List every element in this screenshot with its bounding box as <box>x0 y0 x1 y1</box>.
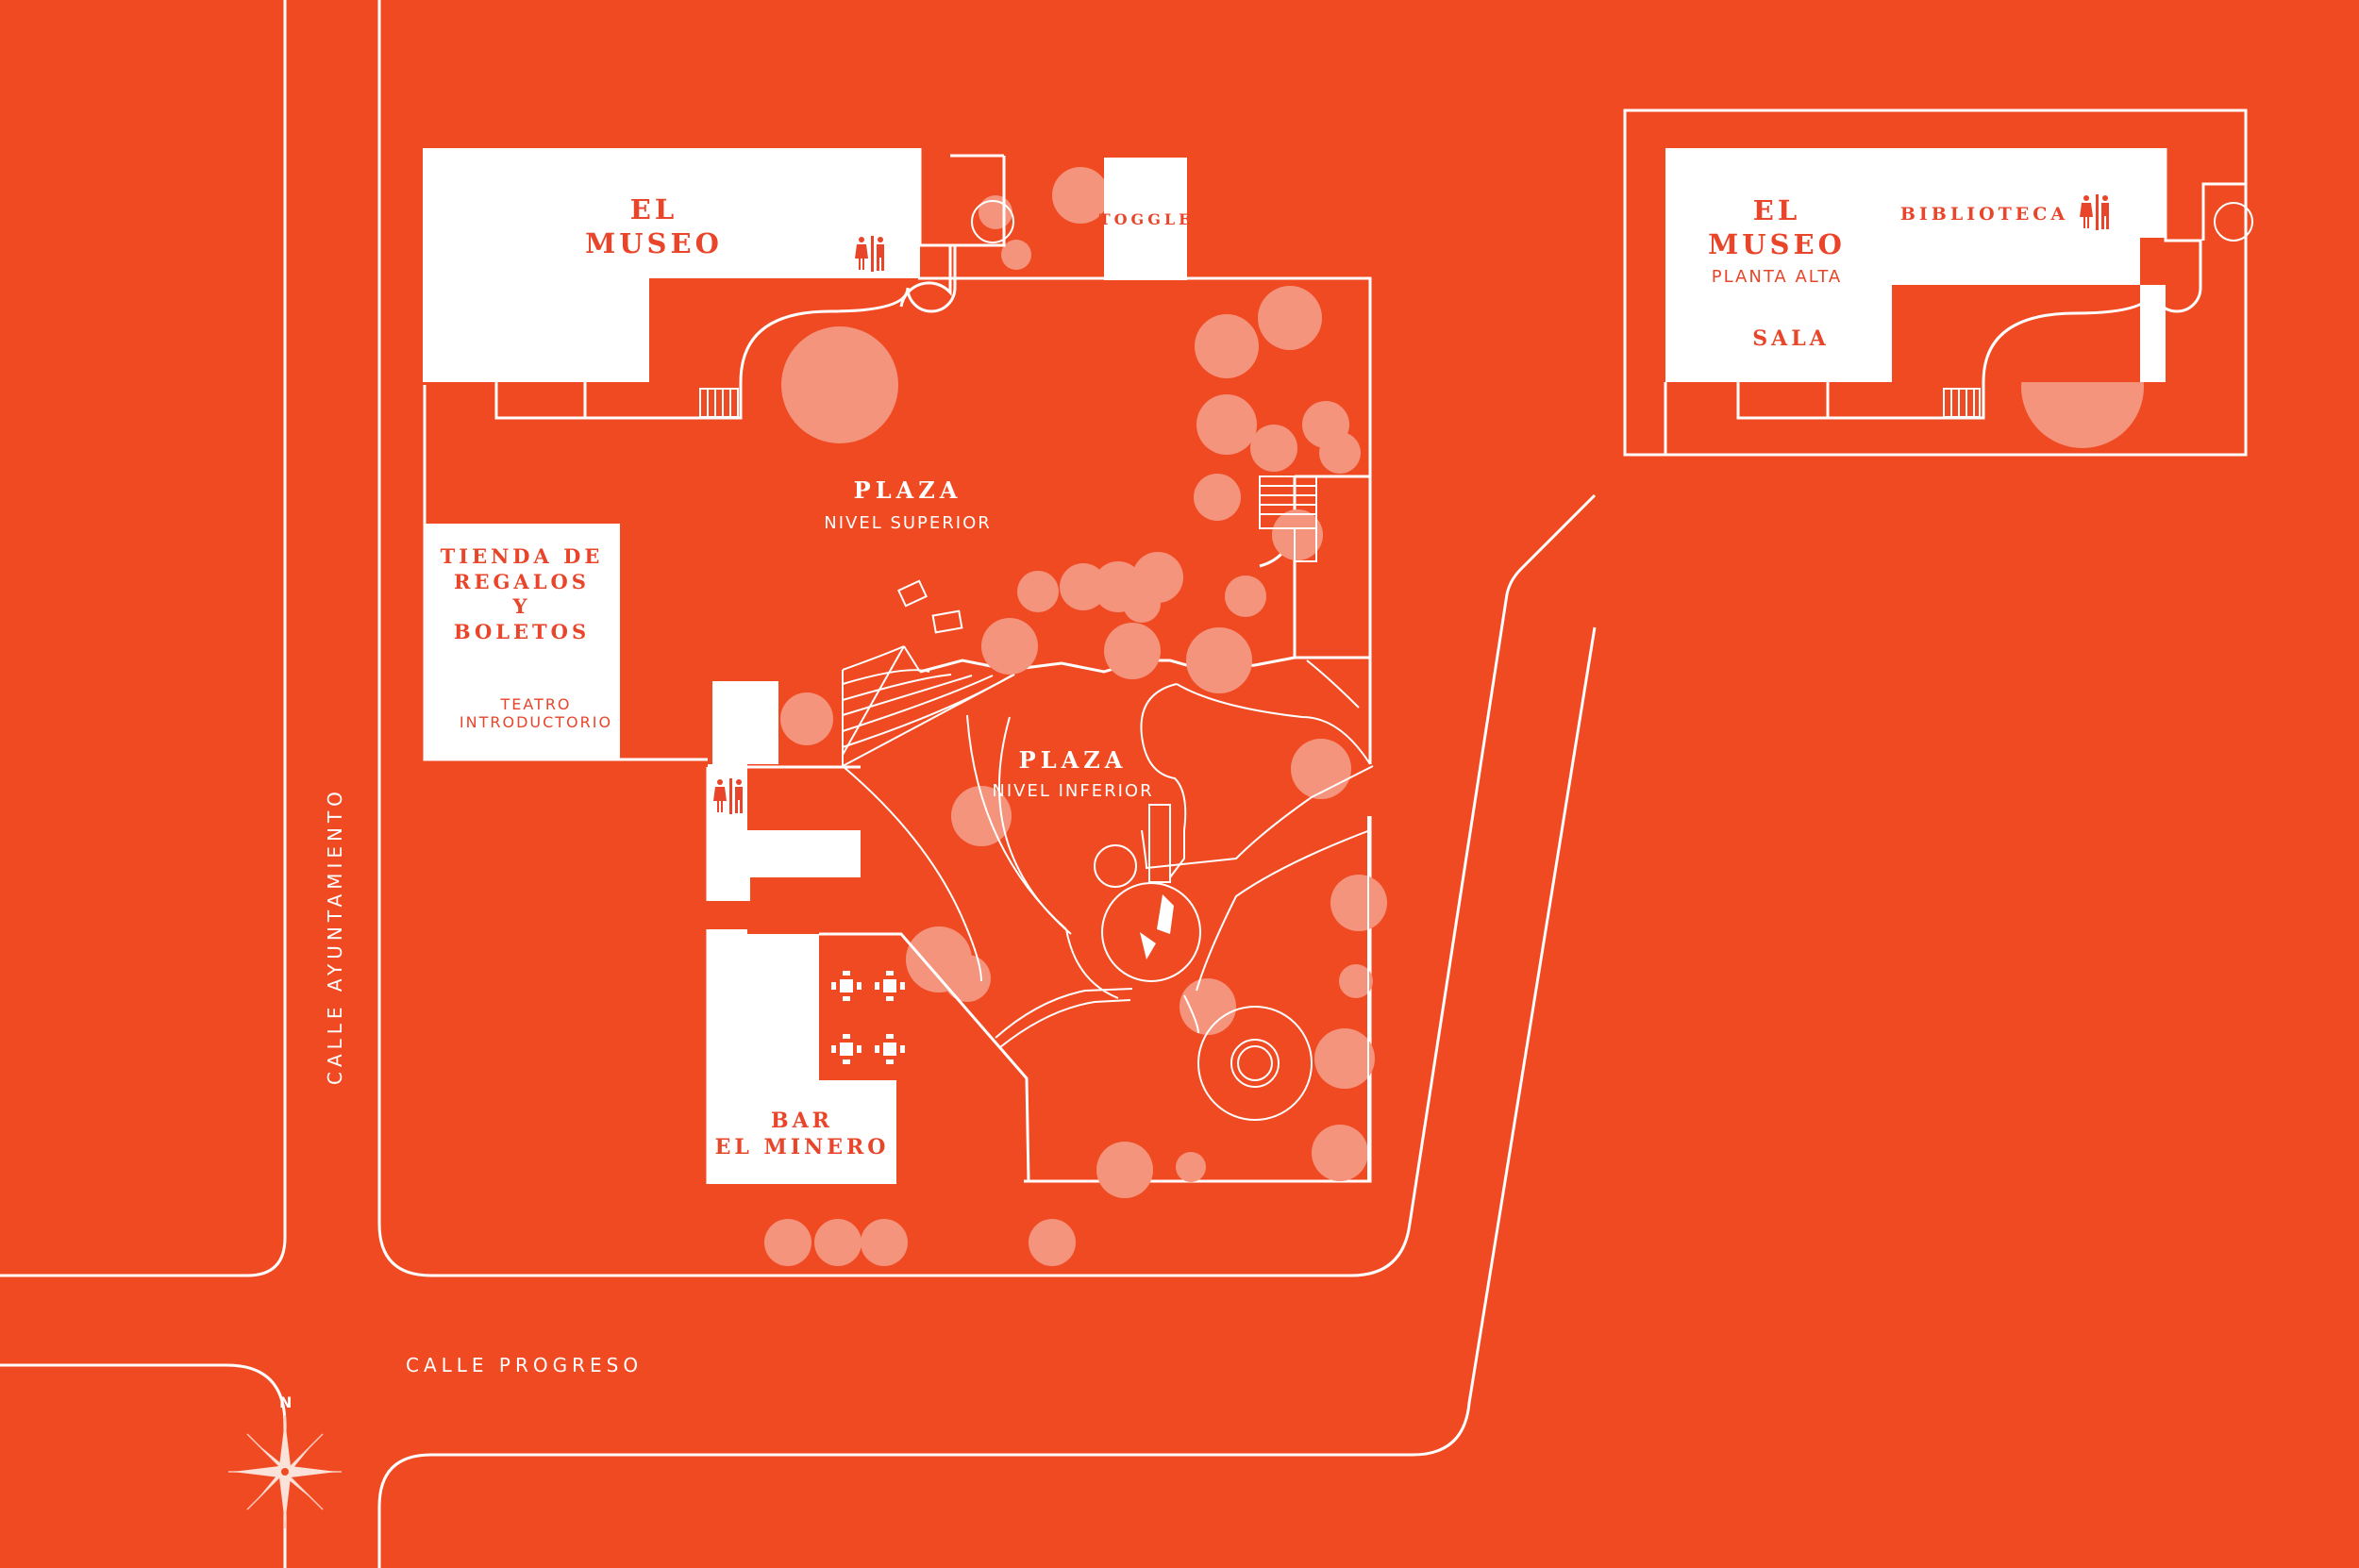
stairs-icon <box>699 388 739 418</box>
building-toggle[interactable]: TOGGLE <box>1099 158 1195 280</box>
bar-label-1: BAR <box>771 1109 833 1133</box>
teatro-label-1: TEATRO <box>499 695 571 713</box>
trees <box>764 167 2144 1266</box>
table-icon <box>875 1034 905 1064</box>
building-museo[interactable]: EL MUSEO <box>423 148 1014 420</box>
building-bar[interactable]: BAR EL MINERO <box>708 932 1030 1184</box>
benches <box>896 579 963 634</box>
stairs-icon <box>1259 475 1317 562</box>
teatro-label-2: INTRODUCTORIO <box>460 713 612 731</box>
museo-label-1: EL <box>630 193 678 225</box>
table-icon <box>875 971 905 1001</box>
tienda-label-2: REGALOS <box>454 570 590 593</box>
tienda-label-1: TIENDA DE <box>441 544 604 568</box>
tree-icon <box>781 326 898 443</box>
lower-plaza-paths <box>842 659 1374 1181</box>
bar-label-2: EL MINERO <box>715 1135 890 1159</box>
table-icon <box>831 971 862 1001</box>
plaza-inferior-subtitle: NIVEL INFERIOR <box>992 781 1153 801</box>
museo-upper-label-2: MUSEO <box>1708 228 1846 260</box>
building-tienda[interactable]: TIENDA DE REGALOS Y BOLETOS TEATRO INTRO… <box>423 524 620 761</box>
street-label-progreso: CALLE PROGRESO <box>406 1354 643 1376</box>
plaza-superior-subtitle: NIVEL SUPERIOR <box>824 513 992 533</box>
street-lines <box>0 0 1597 1568</box>
tienda-label-4: BOLETOS <box>454 620 590 643</box>
table-icon <box>831 1034 862 1064</box>
plaza-superior-label: PLAZA NIVEL SUPERIOR <box>824 476 992 533</box>
compass-north-label: N <box>279 1393 296 1411</box>
museo-label-2: MUSEO <box>585 227 723 259</box>
street-label-ayuntamiento: CALLE AYUNTAMIENTO <box>324 787 346 1085</box>
plaza-superior-title: PLAZA <box>854 476 962 504</box>
fountain-icon <box>1140 894 1174 959</box>
tienda-label-3: Y <box>512 594 531 618</box>
upper-floor-inset[interactable]: EL MUSEO PLANTA ALTA SALA BIBLIOTECA <box>1623 108 2253 457</box>
sala-label: SALA <box>1752 326 1830 351</box>
planta-alta-label: PLANTA ALTA <box>1712 267 1842 287</box>
plaza-inferior-title: PLAZA <box>1019 746 1128 774</box>
toggle-label: TOGGLE <box>1099 210 1195 228</box>
compass-rose-icon: N <box>228 1393 342 1528</box>
amphitheater-steps <box>842 645 1015 767</box>
plaza-inferior-label: PLAZA NIVEL INFERIOR <box>992 746 1153 801</box>
biblioteca-label: BIBLIOTECA <box>1900 204 2068 225</box>
museo-upper-label-1: EL <box>1753 194 1801 226</box>
